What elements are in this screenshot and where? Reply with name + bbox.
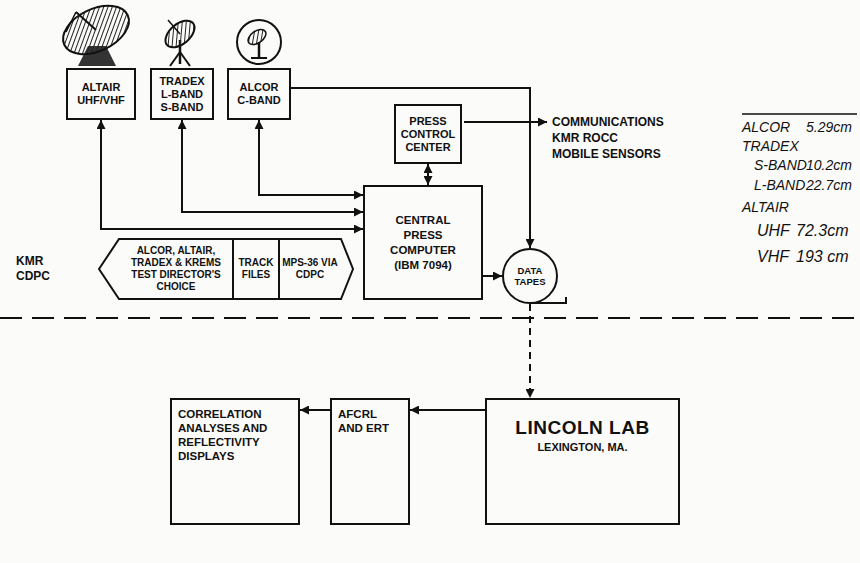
node-text: DATA TAPES [508,265,552,287]
radar-name: ALCOR [742,119,790,135]
node-text: CORRELATION ANALYSES AND REFLECTIVITY DI… [178,407,292,463]
control-box: PRESS CONTROL CENTER [394,104,462,164]
band-name: VHF [757,248,789,266]
wavelength-value: 22.7cm [806,177,852,193]
node-text: LEXINGTON, MA. [537,440,627,454]
data-source-banner: ALCOR, ALTAIR, TRADEX & KREMS TEST DIREC… [98,238,354,300]
tape-symbol: DATA TAPES [502,248,558,304]
lab-box: LINCOLN LABLEXINGTON, MA. [485,398,680,525]
radar-box: TRADEX L-BAND S-BAND [150,68,214,120]
computer-box: CENTRAL PRESS COMPUTER (IBM 7094) [363,185,483,300]
node-text: ALCOR C-BAND [233,81,285,107]
tape-reel [503,249,557,303]
wavelength-value: 10.2cm [806,157,852,173]
process-box: AFCRL AND ERT [330,398,410,525]
alcor-radome [237,20,281,64]
node-text: ALTAIR UHF/VHF [72,81,130,107]
band-name: UHF [757,222,790,240]
dish-leg [170,52,180,66]
banner-outline [99,239,353,299]
radar-name: TRADEX [742,138,799,154]
dish-base [251,57,267,59]
dish-feed [168,20,180,34]
connector [259,120,363,195]
tape-tail [530,297,566,303]
wavelength-value: 72.3cm [796,222,848,240]
node-text: LINCOLN LAB [515,416,649,440]
radar-box: ALCOR C-BAND [227,68,291,120]
source-label: KMR CDPC [16,254,60,284]
band-name: S-BAND [754,157,807,173]
destination-label: COMMUNICATIONS [552,115,664,129]
destination-label: MOBILE SENSORS [552,147,661,161]
destination-label: KMR ROCC [552,131,618,145]
dish-leg [180,52,190,66]
radar-name: ALTAIR [742,199,789,215]
node-text: CENTRAL PRESS COMPUTER (IBM 7094) [381,213,465,273]
separator-dashed-line [0,317,860,319]
wavelength-value: 193 cm [796,248,848,266]
dish-feed [66,12,76,32]
connector [529,304,531,398]
connector [101,120,363,229]
connector [427,164,429,185]
tradex-dish [161,15,200,66]
wavelength-value: 5.29cm [806,119,852,135]
dish-feed [76,12,96,30]
radar-box: ALTAIR UHF/VHF [66,68,136,120]
connector [182,120,363,212]
connector [300,409,330,411]
altair-dish [55,0,136,66]
connector [410,409,485,411]
node-text: TRADEX L-BAND S-BAND [156,75,208,114]
process-box: CORRELATION ANALYSES AND REFLECTIVITY DI… [170,398,300,525]
node-text: MPS-36 VIA CDPC [278,238,340,300]
dish-mast [258,42,261,58]
node-text: TRACK FILES [232,238,278,300]
radome-outline [237,20,281,64]
node-text: AFCRL AND ERT [338,407,402,435]
dish-reflector [245,26,268,47]
node-text: PRESS CONTROL CENTER [400,115,456,154]
dish-reflector [161,15,200,52]
dish-reflector [55,0,136,64]
band-name: L-BAND [754,177,805,193]
table-rule [742,113,857,115]
connector [483,275,502,277]
node-text: ALCOR, ALTAIR, TRADEX & KREMS TEST DIREC… [120,238,232,300]
output-arrow [464,121,547,123]
